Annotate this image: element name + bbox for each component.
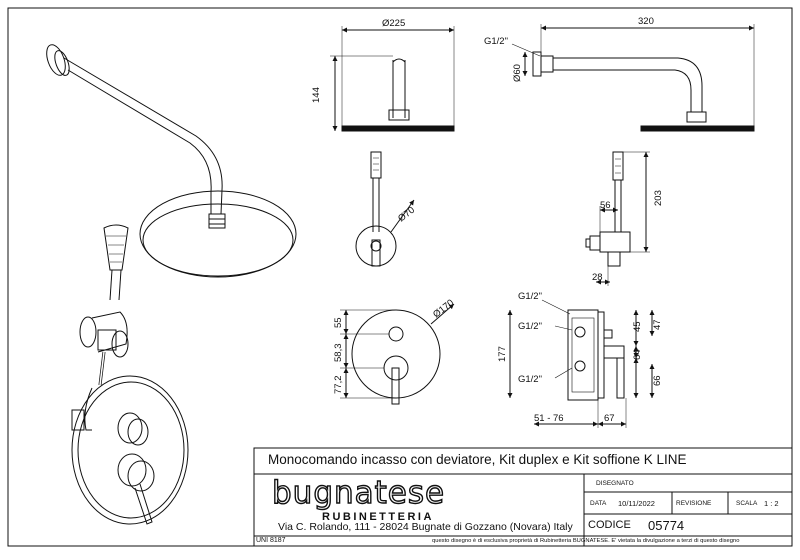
- dim-55: 55: [333, 317, 344, 328]
- scala-value: 1 : 2: [764, 499, 779, 508]
- disegnato-label: DISEGNATO: [596, 480, 634, 487]
- codice-label: CODICE: [588, 519, 631, 531]
- dim-67: 67: [604, 413, 615, 424]
- brand-logo: bugnatese: [271, 474, 446, 511]
- dim-66: 66: [652, 375, 663, 386]
- dim-g12-a: G1/2": [518, 291, 542, 302]
- company-address: Via C. Rolando, 111 - 28024 Bugnate di G…: [278, 521, 573, 533]
- dim-47: 47: [652, 319, 663, 330]
- uni-standard: UNI 8187: [256, 537, 286, 544]
- dim-64: 64: [632, 349, 643, 360]
- title-block-frame: [253, 447, 793, 547]
- dim-g12-top: G1/2": [484, 36, 508, 47]
- dimension-labels: Ø225 320 G1/2" Ø60 144 Ø70 56 203 28 Ø17…: [311, 16, 664, 424]
- dim-77-2: 77,2: [333, 376, 344, 395]
- isometric-view: [46, 44, 297, 525]
- shower-side-view: [511, 24, 755, 132]
- dim-d225: Ø225: [382, 18, 405, 29]
- brand-subtitle: RUBINETTERIA: [322, 511, 434, 523]
- mixer-side-view: [507, 299, 655, 428]
- dim-45: 45: [632, 321, 643, 332]
- dim-28: 28: [592, 272, 603, 283]
- dim-58-3: 58,3: [333, 344, 344, 363]
- codice-value: 05774: [648, 518, 685, 533]
- dim-g12-b: G1/2": [518, 321, 542, 332]
- dim-203: 203: [653, 190, 664, 206]
- scala-label: SCALA: [736, 500, 758, 507]
- revisione-label: REVISIONE: [676, 500, 712, 507]
- dim-d60: Ø60: [512, 64, 523, 82]
- data-label: DATA: [590, 500, 607, 507]
- shower-front-view: [330, 26, 455, 132]
- handshower-side-view: [585, 151, 650, 286]
- dim-320: 320: [638, 16, 654, 27]
- dim-56: 56: [600, 200, 611, 211]
- dim-177: 177: [497, 346, 508, 362]
- dim-144: 144: [311, 87, 322, 103]
- mixer-front-view: [340, 303, 455, 405]
- dim-g12-c: G1/2": [518, 374, 542, 385]
- copyright-notice: questo disegno è di esclusiva proprietà …: [432, 538, 740, 544]
- drawing-title: Monocomando incasso con deviatore, Kit d…: [268, 452, 687, 467]
- handshower-front-view: [355, 151, 415, 267]
- dim-d170: Ø170: [431, 297, 456, 320]
- dim-51-76: 51 - 76: [534, 413, 564, 424]
- data-value: 10/11/2022: [618, 499, 655, 508]
